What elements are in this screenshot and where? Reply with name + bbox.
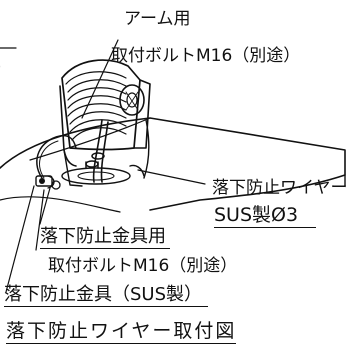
label-fitting-use: 落下防止金具用: [40, 228, 170, 249]
label-bolt-m16-top: 取付ボルトM16（別途）: [111, 46, 301, 66]
drawing-title: 落下防止ワイヤー取付図: [6, 320, 237, 344]
leader-bolt-mid: [35, 189, 45, 251]
label-bolt-m16-mid: 取付ボルトM16（別途）: [48, 256, 238, 276]
leader-fitting-spec: [5, 185, 35, 293]
cooling-fins: [65, 71, 127, 141]
label-arm-use: アーム用: [124, 9, 191, 29]
label-wire-name: 落下防止ワイヤー: [212, 178, 348, 198]
pivot-knob: [119, 84, 145, 116]
fall-prevention-fitting: [35, 175, 61, 190]
label-fitting-spec: 落下防止金具（SUS製）: [4, 286, 209, 307]
leader-fitting-use: [39, 187, 51, 225]
arm-bolts: [85, 152, 105, 169]
left-label-fragment: ): [0, 56, 2, 76]
label-wire-spec: SUS製Ø3: [214, 206, 317, 228]
leader-wire: [137, 169, 206, 185]
mounting-plate: [61, 167, 131, 185]
fall-prevention-wire: [36, 134, 145, 179]
leader-arm-use: [81, 39, 119, 119]
leader-lines: [5, 39, 206, 293]
